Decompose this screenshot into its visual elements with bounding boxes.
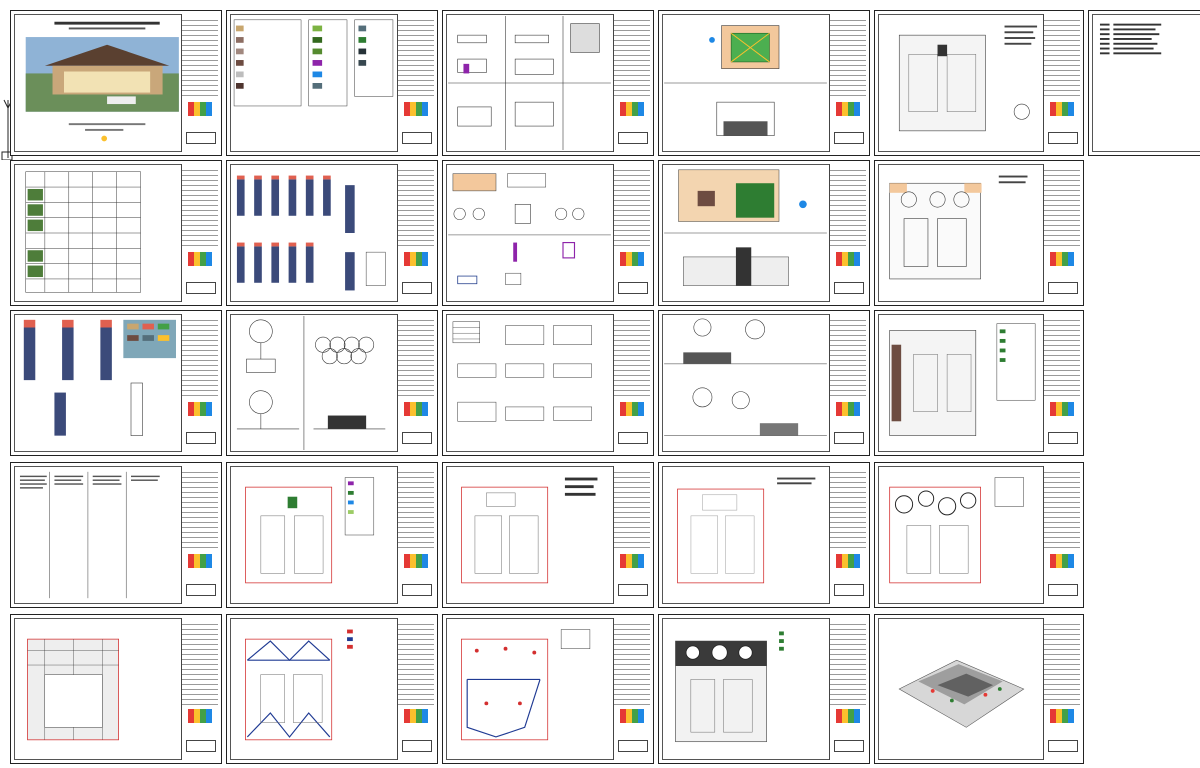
sheet-3d-view[interactable] bbox=[874, 614, 1084, 764]
sheet-index[interactable] bbox=[1088, 10, 1200, 156]
sheet-details-1[interactable] bbox=[442, 10, 654, 156]
sheet-plant-schedule[interactable] bbox=[10, 160, 222, 306]
sheet-setting-out-plan[interactable] bbox=[442, 462, 654, 608]
sheet-tree-plan[interactable] bbox=[874, 462, 1084, 608]
sheet-furniture-details[interactable] bbox=[442, 160, 654, 306]
cover-render bbox=[16, 16, 179, 150]
sheet-planting-plan-1[interactable] bbox=[874, 160, 1084, 306]
sheet-paving-details[interactable] bbox=[442, 310, 654, 456]
sheet-drainage-plan[interactable] bbox=[226, 614, 438, 764]
sheet-cover[interactable] bbox=[10, 10, 222, 156]
sheet-levels-plan[interactable] bbox=[658, 462, 870, 608]
sheet-site-plan-1[interactable] bbox=[874, 10, 1084, 156]
sheet-column-finishes[interactable] bbox=[10, 310, 222, 456]
sheet-feature-planter[interactable] bbox=[658, 10, 870, 156]
sheet-courtyard-detail[interactable] bbox=[658, 160, 870, 306]
sheet-site-sections[interactable] bbox=[658, 310, 870, 456]
sheet-layout-plan[interactable] bbox=[226, 462, 438, 608]
sheet-existing-survey[interactable] bbox=[10, 614, 222, 764]
logo-icon bbox=[188, 102, 212, 117]
sheet-hardscape-plan[interactable] bbox=[874, 310, 1084, 456]
sheet-master-plan[interactable] bbox=[658, 614, 870, 764]
sheet-materials-legend[interactable] bbox=[226, 10, 438, 156]
sheet-column-elevations[interactable] bbox=[226, 160, 438, 306]
sheet-irrigation-plan[interactable] bbox=[442, 614, 654, 764]
sheet-general-notes[interactable] bbox=[10, 462, 222, 608]
sheet-tree-details[interactable] bbox=[226, 310, 438, 456]
